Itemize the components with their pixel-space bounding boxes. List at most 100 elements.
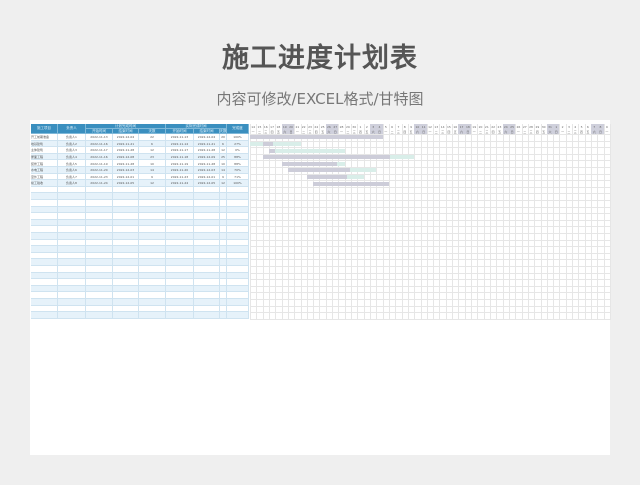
- cell-ps[interactable]: [86, 200, 113, 207]
- cell-pd[interactable]: [139, 279, 166, 286]
- cell-pd[interactable]: 12: [139, 180, 166, 187]
- cell-as[interactable]: [166, 186, 194, 194]
- cell-as[interactable]: 2022-11-18: [166, 153, 194, 161]
- cell-pe[interactable]: [113, 272, 139, 280]
- cell-ae[interactable]: [194, 279, 220, 286]
- cell-ad[interactable]: [220, 312, 227, 319]
- cell-pd[interactable]: [139, 186, 166, 194]
- cell-project[interactable]: [31, 226, 58, 233]
- cell-progress[interactable]: [227, 206, 249, 214]
- cell-pe[interactable]: [113, 200, 139, 207]
- cell-pd[interactable]: [139, 299, 166, 306]
- cell-pd[interactable]: [139, 193, 166, 200]
- cell-progress[interactable]: [227, 312, 249, 319]
- cell-owner[interactable]: [58, 246, 86, 253]
- cell-ae[interactable]: 2022-11-28: [194, 147, 220, 154]
- cell-progress[interactable]: [227, 233, 249, 240]
- cell-project[interactable]: [31, 266, 58, 273]
- cell-ad[interactable]: 14: [220, 167, 227, 174]
- empty-row[interactable]: [31, 200, 249, 207]
- cell-project[interactable]: 地基建筑: [31, 140, 58, 148]
- cell-ae[interactable]: [194, 200, 220, 207]
- cell-ad[interactable]: [220, 233, 227, 240]
- cell-ps[interactable]: 2022-11-16: [86, 153, 113, 161]
- cell-ae[interactable]: [194, 213, 220, 220]
- cell-ae[interactable]: 2022-12-03: [194, 167, 220, 174]
- cell-owner[interactable]: 负责人4: [58, 153, 86, 161]
- cell-progress[interactable]: [227, 252, 249, 260]
- cell-ae[interactable]: [194, 266, 220, 273]
- cell-as[interactable]: [166, 213, 194, 220]
- cell-project[interactable]: [31, 272, 58, 280]
- cell-ad[interactable]: 9: [220, 173, 227, 181]
- cell-pd[interactable]: 12: [139, 147, 166, 154]
- cell-ad[interactable]: 10: [220, 160, 227, 167]
- cell-progress[interactable]: [227, 246, 249, 253]
- cell-as[interactable]: [166, 292, 194, 299]
- empty-row[interactable]: [31, 305, 249, 313]
- cell-project[interactable]: 装修工程: [31, 160, 58, 167]
- cell-project[interactable]: [31, 186, 58, 194]
- cell-pe[interactable]: [113, 279, 139, 286]
- cell-pe[interactable]: 2022-12-01: [113, 173, 139, 181]
- cell-owner[interactable]: [58, 259, 86, 266]
- cell-owner[interactable]: [58, 219, 86, 227]
- cell-ps[interactable]: [86, 305, 113, 313]
- cell-ae[interactable]: [194, 226, 220, 233]
- cell-pe[interactable]: [113, 219, 139, 227]
- cell-as[interactable]: [166, 219, 194, 227]
- cell-ps[interactable]: 2022-11-13: [86, 134, 113, 141]
- cell-pd[interactable]: 23: [139, 153, 166, 161]
- cell-ad[interactable]: [220, 285, 227, 293]
- cell-pe[interactable]: 2022-11-28: [113, 147, 139, 154]
- cell-pe[interactable]: 2022-12-05: [113, 180, 139, 187]
- cell-pe[interactable]: [113, 206, 139, 214]
- cell-progress[interactable]: 88%: [227, 153, 249, 161]
- cell-owner[interactable]: 负责人6: [58, 167, 86, 174]
- cell-ad[interactable]: [220, 193, 227, 200]
- cell-pe[interactable]: [113, 226, 139, 233]
- cell-progress[interactable]: 100%: [227, 180, 249, 187]
- cell-pd[interactable]: [139, 266, 166, 273]
- cell-progress[interactable]: [227, 279, 249, 286]
- cell-progress[interactable]: [227, 226, 249, 233]
- cell-progress[interactable]: [227, 292, 249, 299]
- cell-ae[interactable]: [194, 233, 220, 240]
- empty-row[interactable]: [31, 213, 249, 220]
- cell-project[interactable]: [31, 305, 58, 313]
- cell-pe[interactable]: 2022-12-03: [113, 167, 139, 174]
- cell-ae[interactable]: [194, 186, 220, 194]
- cell-pd[interactable]: [139, 259, 166, 266]
- cell-pe[interactable]: [113, 285, 139, 293]
- cell-pd[interactable]: [139, 246, 166, 253]
- cell-owner[interactable]: [58, 206, 86, 214]
- cell-ad[interactable]: [220, 213, 227, 220]
- cell-project[interactable]: 水电工程: [31, 167, 58, 174]
- cell-ps[interactable]: [86, 186, 113, 194]
- cell-owner[interactable]: 负责人5: [58, 160, 86, 167]
- cell-progress[interactable]: 27%: [227, 140, 249, 148]
- cell-ae[interactable]: [194, 246, 220, 253]
- cell-as[interactable]: 2022-11-17: [166, 147, 194, 154]
- cell-pe[interactable]: 2022-12-04: [113, 134, 139, 141]
- cell-ps[interactable]: [86, 206, 113, 214]
- cell-pd[interactable]: [139, 233, 166, 240]
- cell-as[interactable]: [166, 246, 194, 253]
- cell-ad[interactable]: [220, 200, 227, 207]
- cell-ae[interactable]: [194, 219, 220, 227]
- cell-pe[interactable]: [113, 193, 139, 200]
- cell-owner[interactable]: 负责人8: [58, 180, 86, 187]
- cell-owner[interactable]: [58, 193, 86, 200]
- cell-pd[interactable]: 10: [139, 160, 166, 167]
- empty-row[interactable]: [31, 233, 249, 240]
- empty-row[interactable]: [31, 239, 249, 247]
- cell-ad[interactable]: [220, 246, 227, 253]
- cell-owner[interactable]: [58, 239, 86, 247]
- cell-ad[interactable]: [220, 226, 227, 233]
- empty-row[interactable]: [31, 206, 249, 214]
- cell-ps[interactable]: [86, 299, 113, 306]
